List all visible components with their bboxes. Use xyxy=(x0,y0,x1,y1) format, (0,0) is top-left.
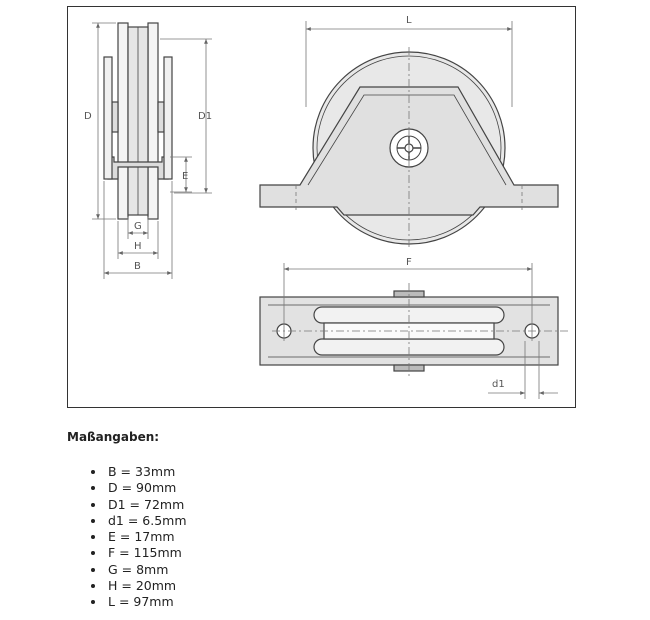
technical-drawing: D D1 E G H B L xyxy=(67,6,576,408)
spec-item-d1-small: d1 = 6.5mm xyxy=(106,513,187,529)
label-l: L xyxy=(406,15,412,26)
side-view-dimensions xyxy=(92,22,212,279)
side-view xyxy=(103,22,173,220)
drawing-svg: D D1 E G H B L xyxy=(84,15,568,399)
spec-item-d1: D1 = 72mm xyxy=(106,497,187,513)
label-d: D xyxy=(84,111,92,122)
front-view-dimensions xyxy=(295,21,523,247)
specs-list: B = 33mm D = 90mm D1 = 72mm d1 = 6.5mm E… xyxy=(88,464,187,611)
top-view-dimensions xyxy=(272,263,568,399)
label-b: B xyxy=(134,261,141,272)
spec-item-l: L = 97mm xyxy=(106,594,187,610)
label-d1: D1 xyxy=(198,111,212,122)
spec-item-d: D = 90mm xyxy=(106,480,187,496)
label-g: G xyxy=(134,221,142,232)
label-e: E xyxy=(182,171,188,182)
spec-item-e: E = 17mm xyxy=(106,529,187,545)
label-f: F xyxy=(406,257,412,268)
spec-item-f: F = 115mm xyxy=(106,545,187,561)
specs-title: Maßangaben: xyxy=(67,430,160,444)
spec-item-h: H = 20mm xyxy=(106,578,187,594)
spec-item-b: B = 33mm xyxy=(106,464,187,480)
label-h: H xyxy=(134,241,142,252)
spec-item-g: G = 8mm xyxy=(106,562,187,578)
label-d1-hole: d1 xyxy=(492,379,505,390)
